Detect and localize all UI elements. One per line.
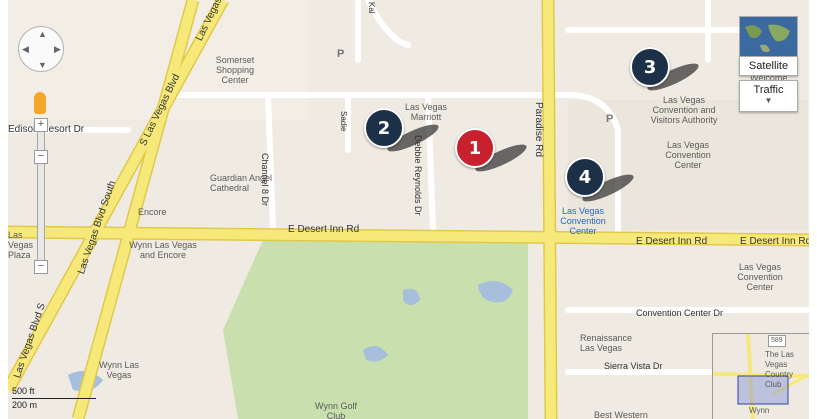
parking-icon: P — [606, 113, 614, 125]
paradise-road — [543, 0, 556, 419]
place-lvcc-station: Las Vegas Convention Center — [560, 206, 606, 236]
road-label-sierra-vista: Sierra Vista Dr — [604, 361, 663, 371]
place-guardian: Guardian Angel Cathedral — [210, 173, 273, 193]
scale-meters: 200 m — [12, 400, 38, 410]
road-label-desert-inn-2: E Desert Inn Rd — [636, 236, 708, 247]
map-base-layer — [8, 0, 809, 419]
map-marker-1[interactable]: 1 — [455, 128, 495, 168]
place-welcome: Welcome — [750, 73, 788, 83]
hwy-589-shield: 589 — [768, 335, 786, 347]
place-wynn-lv: Wynn Las Vegas — [99, 360, 139, 380]
place-lvcc-2: Las Vegas Convention Center — [737, 262, 783, 292]
golf-course-area — [223, 240, 528, 419]
place-lvcc-1: Las Vegas Convention Center — [665, 140, 711, 170]
map-marker-3[interactable]: 3 — [630, 47, 670, 87]
pond-3 — [363, 346, 388, 362]
place-marriott: Las Vegas Marriott — [404, 102, 448, 122]
traffic-button[interactable]: Traffic ▼ — [739, 80, 798, 112]
e-desert-inn-road — [8, 227, 809, 245]
s-las-vegas-blvd-road — [8, 0, 228, 393]
zoom-out-button[interactable]: − — [34, 260, 48, 274]
parking-icon: P — [337, 48, 345, 60]
zoom-handle[interactable]: − — [34, 150, 48, 164]
road-label-sadie: Sadie — [339, 111, 348, 132]
road-label-convention-center-dr: Convention Center Dr — [636, 308, 724, 318]
road-label-desert-inn-3: E Desert Inn Rd — [740, 236, 809, 247]
chevron-down-icon: ▼ — [764, 96, 773, 105]
place-renaissance: Renaissance Las Vegas — [580, 333, 633, 353]
road-label-debbie-reynolds: Debbie Reynolds Dr — [413, 135, 423, 216]
overview-minimap[interactable]: The Las Vegas Country Club Wynn 589 — [712, 333, 809, 419]
globe-thumbnail-icon[interactable] — [739, 16, 798, 58]
satellite-button[interactable]: Satellite — [739, 56, 798, 76]
place-encore: Encore — [138, 207, 167, 217]
scale-bar: 500 ft 200 m — [12, 386, 96, 410]
place-lvcva: Las Vegas Convention and Visitors Author… — [650, 95, 718, 125]
scale-line — [12, 398, 96, 399]
las-vegas-blvd-south-road — [73, 0, 198, 419]
minimap-wynn: Wynn — [749, 406, 770, 415]
pond-1 — [478, 281, 513, 303]
zoom-slider-icon[interactable] — [37, 118, 45, 268]
map-marker-2[interactable]: 2 — [364, 108, 404, 148]
pegman-icon[interactable] — [34, 92, 46, 114]
zoom-in-button[interactable]: + — [34, 118, 48, 132]
scale-feet: 500 ft — [12, 386, 35, 396]
place-lv-plaza: Las Vegas Plaza — [8, 230, 34, 260]
road-label-kal: Kal — [367, 2, 376, 14]
place-wynn-golf: Wynn Golf Club — [315, 401, 357, 419]
place-best-western: Best Western — [594, 410, 648, 419]
place-somerset: Somerset Shopping Center — [215, 55, 255, 85]
road-label-desert-inn-1: E Desert Inn Rd — [288, 224, 360, 235]
road-label-paradise: Paradise Rd — [533, 102, 544, 158]
pan-control-icon[interactable]: ▲ ▼ ◀ ▶ — [18, 26, 64, 72]
map-canvas[interactable]: E Desert Inn Rd E Desert Inn Rd E Desert… — [8, 0, 809, 419]
minimap-country-club: The Las Vegas Country Club — [765, 350, 794, 389]
traffic-label: Traffic — [753, 84, 784, 96]
map-marker-4[interactable]: 4 — [565, 157, 605, 197]
place-wynn-encore: Wynn Las Vegas and Encore — [129, 240, 197, 260]
pond-2 — [403, 288, 420, 305]
